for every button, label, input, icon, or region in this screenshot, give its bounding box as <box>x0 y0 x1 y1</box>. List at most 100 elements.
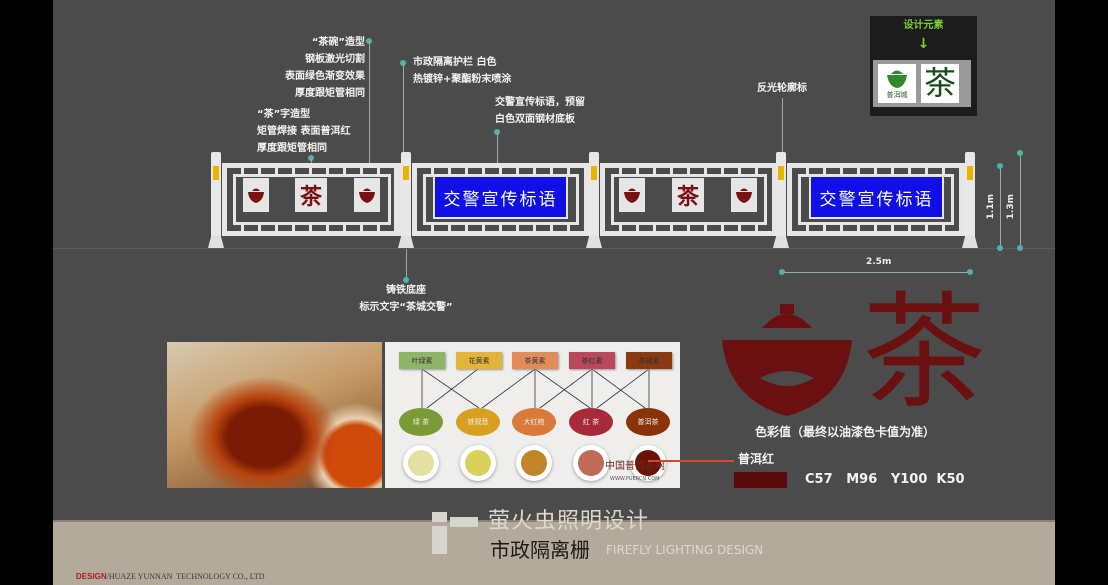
color-spec-heading: 色彩值（最终以油漆色卡值为准） <box>755 425 936 439</box>
note-line: 标示文字“茶城交警” <box>359 302 453 313</box>
note-railing: 市政隔离护栏 白色 热镀锌+聚酯粉末喷涂 <box>413 54 511 88</box>
pigment-box: 叶绿素 <box>399 352 445 369</box>
dimension-dot <box>967 269 973 275</box>
bowl-motif-icon <box>354 178 380 212</box>
bowl-motif-icon <box>243 178 269 212</box>
note-line: 厚度跟矩管相同 <box>295 88 365 99</box>
tea-type: 铁观音 <box>456 408 500 436</box>
dimension-line <box>782 272 970 273</box>
brand-name-en: FIREFLY LIGHTING DESIGN <box>606 543 764 557</box>
fence-post <box>776 152 786 240</box>
bowl-motif-icon <box>731 178 757 212</box>
design-elements-tiles: 普洱城 茶 <box>873 60 971 107</box>
note-line: 铸铁底座 <box>386 285 426 296</box>
tea-cup <box>573 445 609 481</box>
color-name: 普洱红 <box>738 452 775 466</box>
bowl-motif-icon <box>619 178 645 212</box>
big-tea-char: 茶 <box>862 281 987 425</box>
dimension-dot <box>1017 245 1023 251</box>
dimension-height-total: 1.3m <box>1006 194 1016 220</box>
tea-cup <box>460 445 496 481</box>
leader-line <box>369 41 370 191</box>
note-line: 市政隔离护栏 白色 <box>413 57 497 68</box>
footer-credit: DESIGN/HUAZE YUNNAN TECHNOLOGY CO., LTD <box>76 572 265 582</box>
note-char-shape: “茶”字造型 矩管焊接 表面普洱红 厚度跟矩管相同 <box>257 106 350 157</box>
brand-logo-icon <box>450 517 478 527</box>
note-reflector: 反光轮廓标 <box>757 83 807 94</box>
design-elements-title: 设计元素 <box>903 20 944 31</box>
pigment-box: 茶褐素 <box>626 352 672 369</box>
brand-name-cn: 萤火虫照明设计 <box>488 509 650 534</box>
fence-post <box>401 152 411 240</box>
note-base: 铸铁底座 标示文字“茶城交警” <box>343 282 469 316</box>
pigment-box: 茶红素 <box>569 352 615 369</box>
tea-photo <box>167 342 382 488</box>
design-elements-box: 设计元素 ↓ 普洱城 茶 <box>870 16 977 116</box>
chart-watermark: 中国普洱茶网 <box>605 461 665 472</box>
note-line: “茶碗”造型 <box>311 37 365 48</box>
ground-line <box>53 248 1055 249</box>
dimension-line <box>1020 152 1021 247</box>
tea-type: 绿 茶 <box>399 408 443 436</box>
tea-logo-tile: 普洱城 <box>878 64 916 103</box>
footer-prefix: DESIGN <box>76 572 107 581</box>
fence-post <box>965 152 975 240</box>
leader-line <box>403 63 404 158</box>
tea-type: 红 茶 <box>569 408 613 436</box>
note-slogan-board: 交警宣传标语，预留 白色双面钢材底板 <box>495 94 585 128</box>
callout-line <box>648 460 734 462</box>
footer-company: /HUAZE YUNNAN TECHNOLOGY CO., LTD <box>106 572 265 581</box>
fence-post <box>589 152 599 240</box>
chart-watermark-url: WWW.PUERCN.COM <box>610 476 660 482</box>
tea-color-chart: 叶绿素 花黄素 茶黄素 茶红素 茶褐素 绿 茶 铁观音 大红袍 红 茶 普洱茶 … <box>385 342 680 488</box>
note-bowl-shape: “茶碗”造型 钢板激光切割 表面绿色渐变效果 厚度跟矩管相同 <box>263 34 365 102</box>
dimension-width: 2.5m <box>866 257 892 267</box>
note-line: 交警宣传标语，预留 <box>495 97 585 108</box>
leader-line <box>497 132 498 176</box>
dimension-height-inner: 1.1m <box>986 194 996 220</box>
leader-line <box>406 248 407 278</box>
note-line: 矩管焊接 表面普洱红 <box>257 126 351 137</box>
tea-bowl-logo-icon <box>722 304 852 416</box>
note-line: 表面绿色渐变效果 <box>285 71 365 82</box>
cast-iron-base <box>586 236 602 248</box>
note-line: 热镀锌+聚酯粉末喷涂 <box>413 74 512 85</box>
tea-type: 大红袍 <box>512 408 556 436</box>
note-line: “茶”字造型 <box>257 109 311 120</box>
chart-arrows <box>421 368 650 409</box>
brand-logo-icon <box>432 526 447 554</box>
color-swatch <box>734 472 787 488</box>
tea-cup <box>630 445 666 481</box>
logo-text: 普洱城 <box>886 91 908 99</box>
dimension-dot <box>1017 150 1023 156</box>
leader-line <box>782 98 783 154</box>
note-line: 厚度跟矩管相同 <box>257 143 327 154</box>
tea-char-motif: 茶 <box>295 178 327 212</box>
tea-cup <box>403 445 439 481</box>
pigment-box: 茶黄素 <box>512 352 558 369</box>
slogan-sign: 交警宣传标语 <box>433 175 568 219</box>
brand-logo-icon <box>432 512 447 522</box>
dimension-line <box>1000 165 1001 247</box>
tea-type: 普洱茶 <box>626 408 670 436</box>
cast-iron-base <box>208 236 224 248</box>
note-line: 白色双面钢材底板 <box>495 114 575 125</box>
page-title: 市政隔离栅 <box>490 538 590 562</box>
dimension-dot <box>997 163 1003 169</box>
fence-post <box>211 152 221 240</box>
tea-char-tile: 茶 <box>921 64 959 103</box>
arrow-down-icon: ↓ <box>917 36 930 52</box>
cast-iron-base <box>962 236 978 248</box>
footer-band <box>53 520 1055 585</box>
cast-iron-base <box>773 236 789 248</box>
green-bowl-icon <box>887 70 907 88</box>
dimension-dot <box>779 269 785 275</box>
pigment-box: 花黄素 <box>456 352 502 369</box>
dimension-dot <box>997 245 1003 251</box>
cmyk-values: C57 M96 Y100 K50 <box>805 472 965 487</box>
slogan-sign: 交警宣传标语 <box>809 175 944 219</box>
leader-dot <box>403 277 409 283</box>
cast-iron-base <box>398 236 414 248</box>
note-line: 钢板激光切割 <box>305 54 365 65</box>
tea-char-motif: 茶 <box>672 178 704 212</box>
